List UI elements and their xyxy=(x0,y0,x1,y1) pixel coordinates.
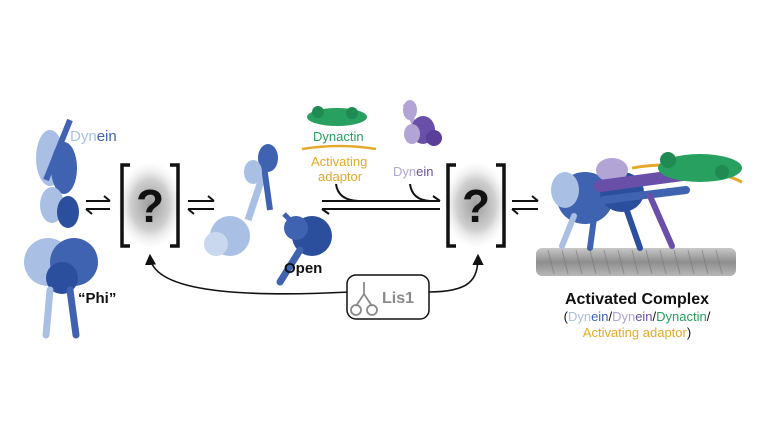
equilibrium-arrow-icon xyxy=(511,195,539,215)
dynein-label-middle: Dynein xyxy=(393,164,433,179)
dynactin-label: Dynactin xyxy=(313,129,364,144)
activating-adaptor-label-2: adaptor xyxy=(318,169,363,184)
activating-adaptor-label-1: Activating xyxy=(311,154,367,169)
dynactin-structure xyxy=(307,106,367,126)
question-mark-1: ? xyxy=(136,180,164,232)
lis1-box: Lis1 xyxy=(346,274,430,320)
lis1-pathway-arrows xyxy=(144,253,484,295)
equilibrium-arrow-icon xyxy=(187,195,215,215)
equilibrium-arrow-icon xyxy=(85,195,111,215)
activated-complex-structure xyxy=(536,152,743,276)
phi-label: “Phi” xyxy=(78,290,116,307)
activating-adaptor-line xyxy=(301,144,377,151)
question-mark-2: ? xyxy=(462,180,490,232)
activated-complex-caption-line2: Activating adaptor) xyxy=(583,325,691,340)
lis1-molecule-icon xyxy=(350,282,378,316)
unknown-intermediate-2: ? xyxy=(444,163,508,248)
unknown-intermediate-1: ? xyxy=(118,163,182,248)
phi-dynein-structure xyxy=(24,118,98,339)
activated-complex-label: Activated Complex xyxy=(565,291,709,308)
dynein-label-left: Dynein xyxy=(70,128,117,145)
long-equilibrium-arrow-icon xyxy=(321,183,441,215)
activated-complex-caption-line1: (Dynein/Dynein/Dynactin/ xyxy=(564,309,711,324)
dynein-purple-structure xyxy=(402,100,442,146)
open-dynein-structure xyxy=(204,144,332,286)
lis1-label: Lis1 xyxy=(382,290,414,307)
open-label: Open xyxy=(284,260,322,277)
